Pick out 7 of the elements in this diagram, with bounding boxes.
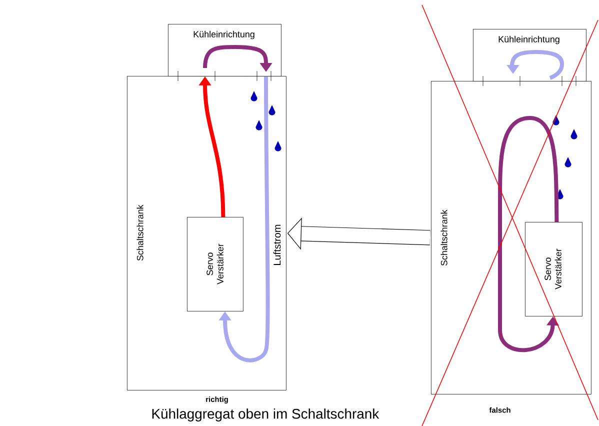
cooling-unit-box: Kühleinrichtung <box>168 24 282 76</box>
caption: Kühlaggregat oben im Schaltschrank <box>152 408 380 422</box>
cooling-unit-box: Kühleinrichtung <box>473 29 586 82</box>
amplifier-box: Servo Verstärker <box>187 217 244 312</box>
amplifier-box: Servo Verstärker <box>525 222 582 316</box>
airflow-arrow <box>218 76 270 362</box>
label: Luftstrom <box>273 224 281 265</box>
